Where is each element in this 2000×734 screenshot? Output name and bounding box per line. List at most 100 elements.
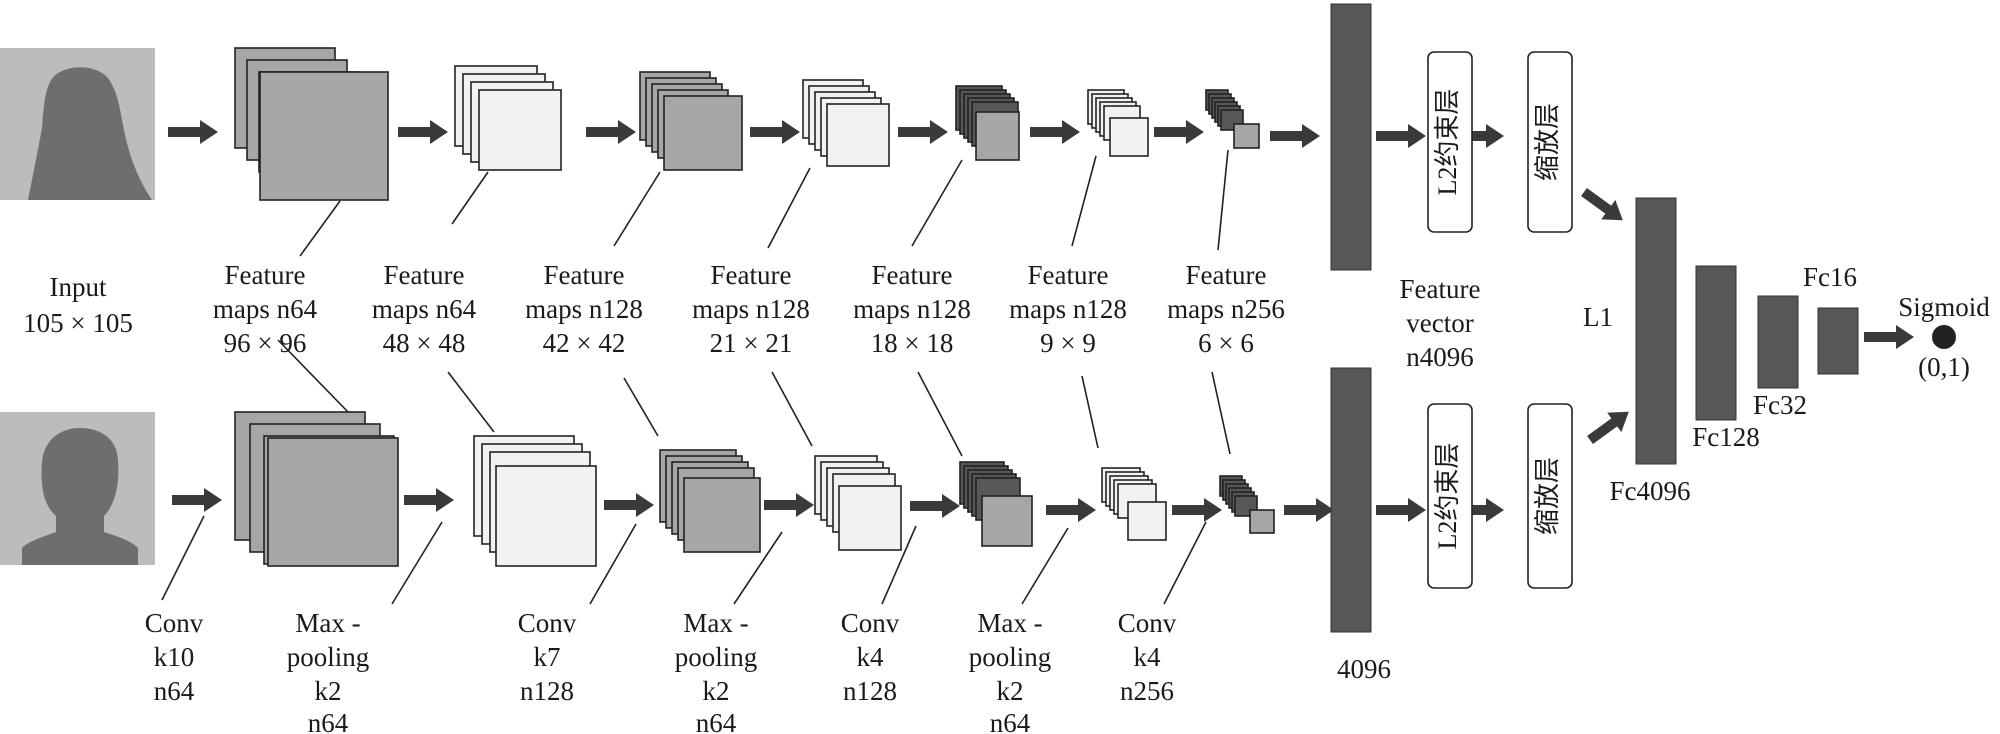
feature-vector-title: Feature — [1400, 274, 1481, 304]
arrow-right-icon — [404, 488, 454, 512]
arrow-right-icon — [1376, 498, 1426, 522]
feature-map-label-4: Feature maps n128 21 × 21 — [692, 260, 810, 358]
fc32-bar — [1757, 295, 1799, 389]
operation-name: Max - — [977, 608, 1042, 638]
l1-distance-label: L1 — [1583, 302, 1613, 332]
feature-map-count: maps n128 — [1009, 294, 1127, 324]
stack-top-5 — [955, 85, 1020, 161]
operation-kernel: k7 — [534, 642, 561, 672]
feature-map-count: maps n64 — [372, 294, 477, 324]
leader-lines — [161, 149, 1231, 605]
feature-map-title: Feature — [872, 260, 953, 290]
bottom-vector-size-label: 4096 — [1337, 654, 1391, 684]
fc128-label: Fc128 — [1692, 422, 1760, 452]
operation-kernel: k4 — [857, 642, 885, 672]
feature-map-size: 18 × 18 — [871, 328, 954, 358]
operation-kernel: k2 — [315, 676, 342, 706]
operation-label-6: Max - pooling k2 n64 — [969, 608, 1052, 734]
feature-map-size: 48 × 48 — [383, 328, 466, 358]
arrow-right-icon — [1284, 498, 1334, 522]
feature-map-count: maps n256 — [1167, 294, 1285, 324]
operation-filters: n256 — [1120, 676, 1174, 706]
fc4096-bar — [1635, 197, 1677, 465]
arrow-right-icon — [1376, 124, 1426, 148]
feature-map-title: Feature — [1186, 260, 1267, 290]
arrow-to-sigmoid-icon — [1864, 325, 1914, 349]
stack-top-3 — [639, 71, 743, 171]
stack-top-1 — [234, 47, 389, 201]
feature-map-title: Feature — [1028, 260, 1109, 290]
sigmoid-output-node — [1932, 325, 1956, 349]
feature-vector-size: n4096 — [1406, 342, 1474, 372]
arrow-right-icon — [898, 120, 948, 144]
feature-map-title: Feature — [544, 260, 625, 290]
operation-labels: Conv k10 n64 Max - pooling k2 n64 Conv k… — [145, 608, 1177, 734]
stack-top-7 — [1205, 89, 1260, 149]
operation-filters: n64 — [696, 708, 737, 734]
fc128-bar — [1695, 265, 1737, 421]
feature-map-size: 21 × 21 — [710, 328, 793, 358]
arrow-diagonal-up-icon — [1587, 411, 1629, 445]
operation-kernel: k2 — [703, 676, 730, 706]
arrow-right-icon — [750, 120, 800, 144]
feature-map-title: Feature — [711, 260, 792, 290]
operation-label-3: Conv k7 n128 — [518, 608, 577, 706]
l2-layer-box-bottom: L2约束层 — [1427, 403, 1473, 589]
feature-map-count: maps n128 — [525, 294, 643, 324]
operation-filters: n128 — [843, 676, 897, 706]
arrow-right-icon — [1154, 120, 1204, 144]
stack-bottom-2 — [473, 435, 597, 567]
arrow-right-icon — [1030, 120, 1080, 144]
operation-name: Conv — [841, 608, 900, 638]
feature-map-title: Feature — [384, 260, 465, 290]
feature-map-count: maps n128 — [692, 294, 810, 324]
feature-map-size: 6 × 6 — [1198, 328, 1254, 358]
operation-name-cont: pooling — [287, 642, 370, 672]
feature-vector-label: Feature vector n4096 — [1400, 274, 1481, 372]
operation-filters: n128 — [520, 676, 574, 706]
feature-map-label-5: Feature maps n128 18 × 18 — [853, 260, 971, 358]
operation-label-1: Conv k10 n64 — [145, 608, 204, 706]
operation-name-cont: pooling — [675, 642, 758, 672]
fc16-label: Fc16 — [1803, 262, 1857, 292]
l2-layer-label: L2约束层 — [1433, 443, 1462, 550]
operation-name-cont: pooling — [969, 642, 1052, 672]
operation-name: Conv — [145, 608, 204, 638]
input-photo-bottom — [0, 412, 155, 565]
operation-name: Conv — [518, 608, 577, 638]
operation-label-5: Conv k4 n128 — [841, 608, 900, 706]
feature-map-count: maps n64 — [213, 294, 318, 324]
operation-filters: n64 — [990, 708, 1031, 734]
feature-map-size: 96 × 96 — [224, 328, 307, 358]
operation-filters: n64 — [154, 676, 195, 706]
stack-bottom-4 — [814, 455, 902, 551]
feature-map-label-7: Feature maps n256 6 × 6 — [1167, 260, 1285, 358]
stack-bottom-6 — [1101, 467, 1167, 541]
stack-bottom-3 — [659, 449, 761, 553]
stack-bottom-7 — [1219, 475, 1275, 534]
feature-map-label-2: Feature maps n64 48 × 48 — [372, 260, 477, 358]
sigmoid-range-label: (0,1) — [1918, 352, 1970, 382]
fc16-bar — [1817, 307, 1859, 375]
arrow-right-icon — [1172, 498, 1222, 522]
operation-name: Max - — [683, 608, 748, 638]
sigmoid-label: Sigmoid — [1898, 292, 1990, 322]
arrow-right-icon — [586, 120, 636, 144]
feature-map-label-6: Feature maps n128 9 × 9 — [1009, 260, 1127, 358]
feature-map-size: 42 × 42 — [543, 328, 626, 358]
feature-vector-bar-top — [1330, 3, 1372, 271]
operation-label-4: Max - pooling k2 n64 — [675, 608, 758, 734]
arrow-diagonal-down-icon — [1581, 187, 1623, 221]
arrow-right-icon — [1270, 124, 1320, 148]
feature-vector-title-cont: vector — [1406, 308, 1473, 338]
stack-top-6 — [1087, 89, 1149, 157]
input-label: Input 105 × 105 — [23, 272, 133, 338]
operation-kernel: k10 — [154, 642, 195, 672]
fc32-label: Fc32 — [1753, 390, 1807, 420]
operation-name: Max - — [295, 608, 360, 638]
stack-top-2 — [454, 65, 562, 171]
operation-kernel: k4 — [1134, 642, 1162, 672]
arrow-right-icon — [168, 120, 218, 144]
feature-map-label-1: Feature maps n64 96 × 96 — [213, 260, 318, 358]
feature-map-labels: Feature maps n64 96 × 96 Feature maps n6… — [213, 260, 1285, 358]
